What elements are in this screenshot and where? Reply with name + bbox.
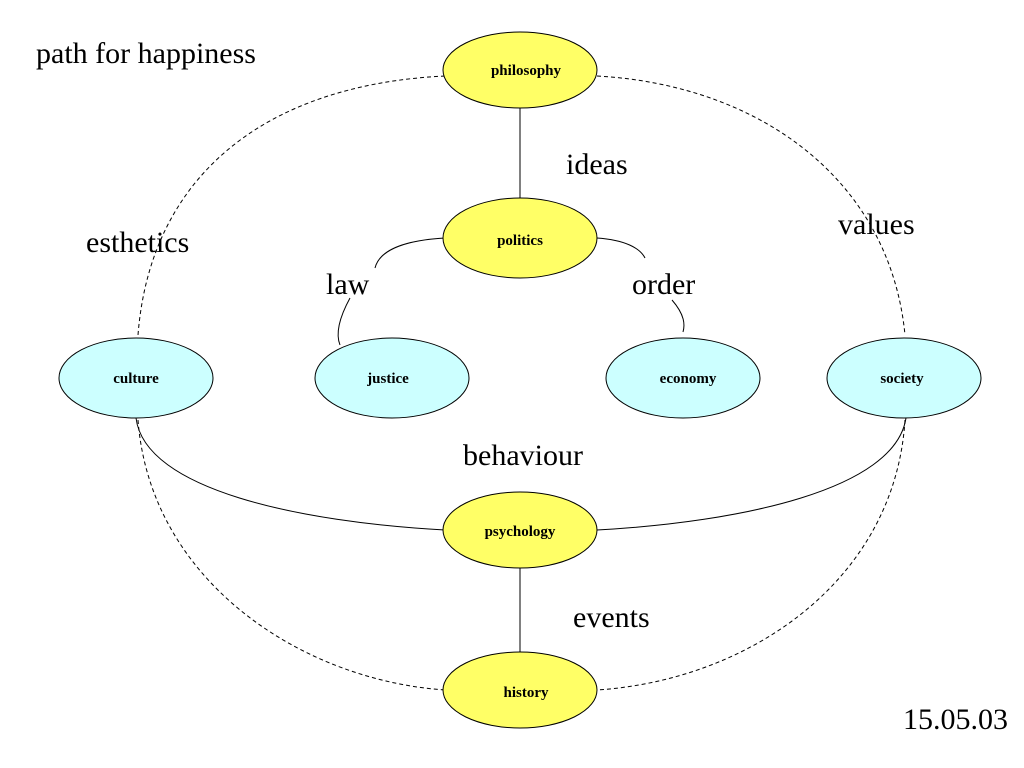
solid-connectors bbox=[135, 108, 907, 652]
edge-label-law: law bbox=[326, 268, 370, 301]
node-society: society bbox=[826, 337, 982, 419]
node-economy-label: economy bbox=[660, 371, 717, 387]
connector-philosophy-society bbox=[596, 75, 906, 336]
connector-society-history bbox=[596, 419, 906, 691]
node-justice-shape bbox=[314, 337, 470, 419]
node-justice: justice bbox=[314, 337, 470, 419]
node-philosophy-label: philosophy bbox=[491, 63, 562, 79]
node-culture-label: culture bbox=[113, 371, 159, 387]
connector-society-psychology bbox=[596, 417, 907, 531]
node-culture: culture bbox=[58, 337, 214, 419]
node-history: history bbox=[442, 651, 598, 729]
connector-politics-economy bbox=[596, 237, 646, 259]
edge-label-ideas: ideas bbox=[566, 148, 628, 181]
connector-order-economy bbox=[671, 299, 685, 333]
connector-law-justice bbox=[337, 297, 351, 346]
edge-label-behaviour: behaviour bbox=[463, 439, 583, 472]
node-philosophy-shape bbox=[442, 31, 598, 109]
dashed-connectors bbox=[137, 75, 906, 691]
diagram-title: path for happiness bbox=[36, 37, 256, 70]
edge-label-events: events bbox=[573, 601, 650, 634]
node-politics-label: politics bbox=[497, 233, 543, 249]
connector-culture-history bbox=[137, 419, 446, 691]
nodes: philosophy politics culture justice econ… bbox=[58, 31, 982, 729]
connector-culture-psychology bbox=[135, 417, 446, 531]
diagram-date: 15.05.03 bbox=[903, 703, 1008, 736]
node-society-shape bbox=[826, 337, 982, 419]
node-economy: economy bbox=[605, 337, 761, 419]
edge-labels: ideas esthetics values law order behavio… bbox=[86, 148, 915, 634]
node-psychology-shape bbox=[442, 491, 598, 569]
connector-philosophy-culture bbox=[137, 75, 446, 336]
node-politics: politics bbox=[442, 197, 598, 279]
node-society-label: society bbox=[880, 371, 924, 387]
edge-label-order: order bbox=[632, 268, 695, 301]
connector-politics-justice bbox=[374, 237, 446, 269]
edge-label-values: values bbox=[838, 208, 915, 241]
node-psychology-label: psychology bbox=[485, 524, 556, 540]
node-politics-shape bbox=[442, 197, 598, 279]
node-economy-shape bbox=[605, 337, 761, 419]
node-history-label: history bbox=[504, 685, 550, 701]
node-history-shape bbox=[442, 651, 598, 729]
node-justice-label: justice bbox=[366, 371, 409, 387]
node-culture-shape bbox=[58, 337, 214, 419]
edge-label-esthetics: esthetics bbox=[86, 226, 189, 259]
node-psychology: psychology bbox=[442, 491, 598, 569]
node-philosophy: philosophy bbox=[442, 31, 598, 109]
